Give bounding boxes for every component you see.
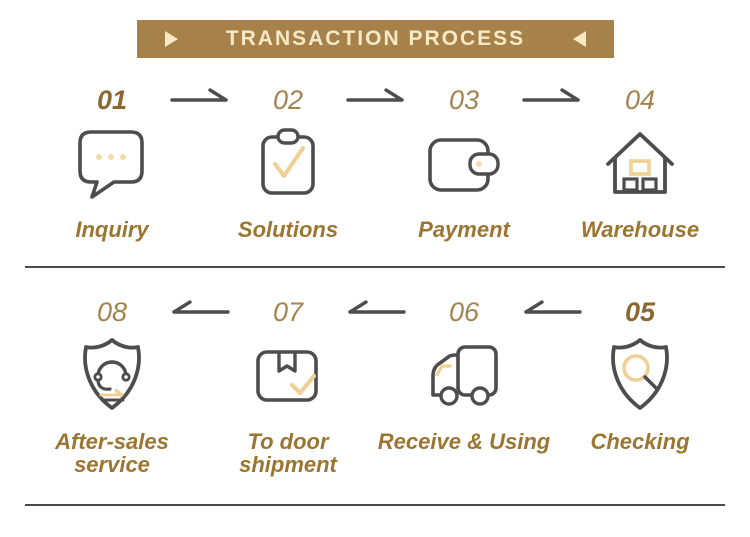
step-label: Receive & Using	[377, 429, 551, 454]
arrow-right-icon	[170, 88, 228, 102]
step-receive-and-using: 06 Receive & Using	[376, 296, 552, 453]
arrow-left-icon	[348, 300, 406, 314]
banner: TRANSACTION PROCESS	[137, 20, 614, 58]
truck-icon	[376, 332, 552, 420]
step-label: Checking	[590, 429, 690, 454]
step-payment: 03 Payment	[376, 84, 552, 241]
arrow-right-icon	[522, 88, 580, 102]
step-checking: 05 Checking	[552, 296, 728, 453]
package-check-icon	[200, 332, 376, 420]
step-label: Warehouse	[580, 217, 700, 242]
step-label: To door shipment	[239, 429, 337, 478]
step-label: After-sales service	[55, 429, 169, 478]
step-solutions: 02 Solutions	[200, 84, 376, 241]
clipboard-check-icon	[200, 120, 376, 208]
step-label: Solutions	[237, 217, 339, 242]
speech-bubble-icon	[24, 120, 200, 208]
step-number: 05	[624, 297, 656, 327]
step-number: 04	[624, 85, 656, 115]
step-number: 03	[448, 85, 480, 115]
arrow-left-icon	[172, 300, 230, 314]
divider-line	[25, 504, 725, 506]
step-number: 01	[96, 85, 128, 115]
banner-play-left-icon	[572, 31, 586, 47]
banner-play-right-icon	[165, 31, 178, 47]
warehouse-icon	[552, 120, 728, 208]
step-after-sales-service: 08 After-sales service	[24, 296, 200, 476]
wallet-icon	[376, 120, 552, 208]
step-number: 06	[448, 297, 480, 327]
step-number: 07	[272, 297, 304, 327]
step-label: Payment	[418, 217, 510, 242]
shield-search-icon	[552, 332, 728, 420]
page-title: TRANSACTION PROCESS	[225, 27, 526, 50]
step-number: 08	[96, 297, 128, 327]
headset-shield-icon	[24, 332, 200, 420]
step-warehouse: 04 Warehouse	[552, 84, 728, 241]
step-inquiry: 01 Inquiry	[24, 84, 200, 241]
step-label: Inquiry	[75, 217, 149, 242]
step-to-door-shipment: 07 To door shipment	[200, 296, 376, 476]
step-number: 02	[272, 85, 304, 115]
arrow-left-icon	[524, 300, 582, 314]
divider-line	[25, 266, 725, 268]
arrow-right-icon	[346, 88, 404, 102]
